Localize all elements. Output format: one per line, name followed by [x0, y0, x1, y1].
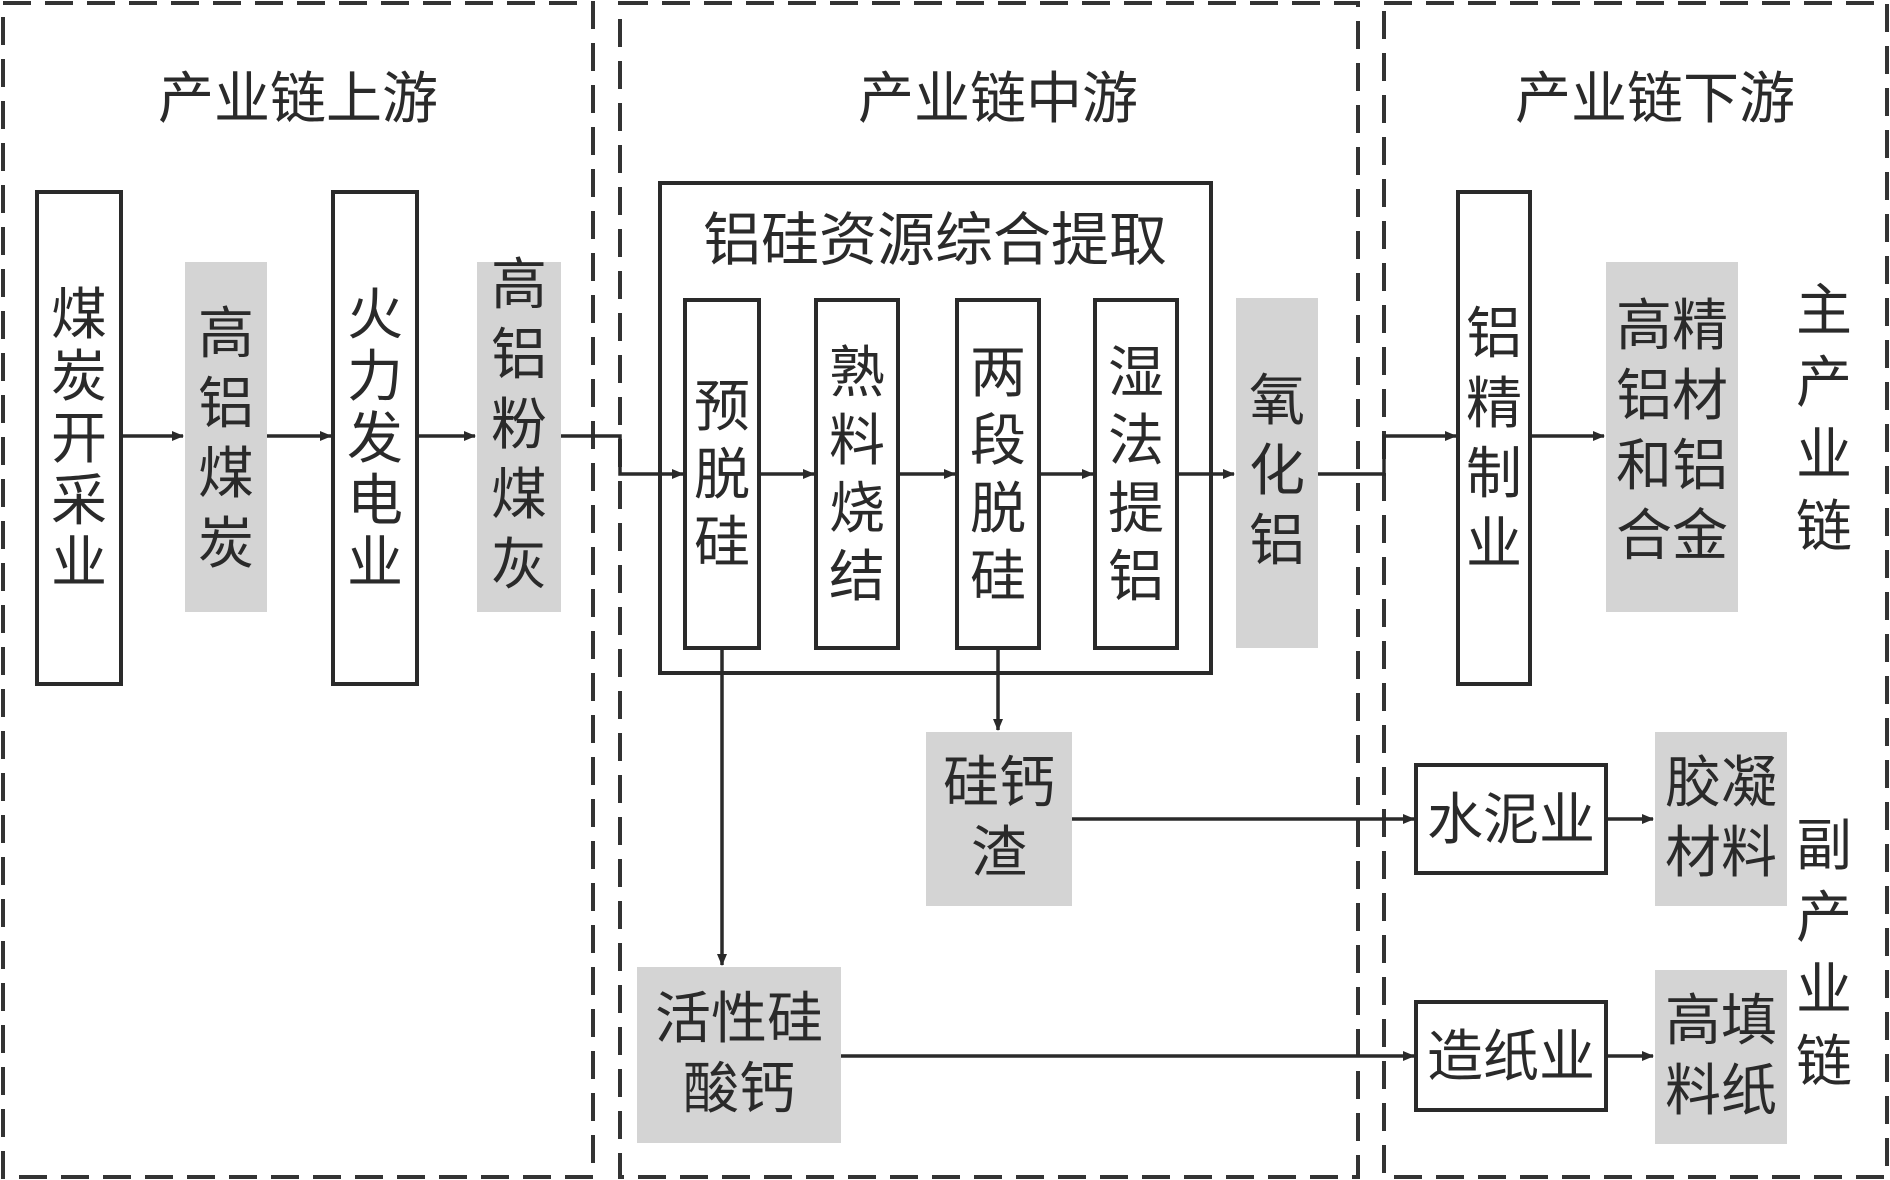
aluminum-refining-label: 铝精制业: [1466, 302, 1522, 577]
midstream-title: 产业链中游: [858, 67, 1138, 132]
wet-aluminum-extraction-label: 湿法提铝: [1108, 341, 1164, 610]
thermal-power-box: [331, 190, 419, 686]
by-chain-label: 副产业链: [1796, 814, 1852, 1095]
high-alumina-flyash-label: 高铝粉煤灰: [491, 253, 547, 598]
cementing-material-line1: 胶凝: [1665, 751, 1777, 816]
high-alumina-coal-box: [185, 262, 267, 612]
high-purity-line1: 高精: [1616, 294, 1728, 359]
pre-desilication-label: 预脱硅: [694, 375, 750, 576]
main-chain-label: 主产业链: [1796, 279, 1852, 560]
papermaking-box: [1414, 1000, 1608, 1112]
calcium-silicate-slag-line2: 渣: [971, 821, 1027, 886]
papermaking-label: 造纸业: [1427, 1025, 1595, 1090]
active-calcium-silicate-line1: 活性硅: [655, 987, 823, 1052]
extraction-title: 铝硅资源综合提取: [703, 206, 1167, 274]
high-filler-paper-line2: 料纸: [1665, 1059, 1777, 1124]
pre-desilication-box: [683, 298, 761, 650]
upstream-region: [1, 1, 595, 1179]
high-purity-line4: 合金: [1616, 504, 1728, 569]
aluminum-refining-box: [1456, 190, 1532, 686]
arrow-flyash-to-extraction: [561, 434, 684, 479]
alumina-label: 氧化铝: [1249, 369, 1305, 574]
cementing-material-box: [1655, 732, 1787, 906]
high-purity-aluminum-box: [1606, 262, 1738, 612]
upstream-title: 产业链上游: [158, 67, 438, 132]
high-alumina-flyash-box: [477, 262, 561, 612]
arrow-alumina-to-refining: [1318, 431, 1457, 476]
high-filler-paper-box: [1655, 970, 1787, 1144]
thermal-power-label: 火力发电业: [347, 283, 403, 596]
calcium-silicate-slag-box: [926, 732, 1072, 906]
cement-box: [1414, 763, 1608, 875]
cementing-material-line2: 材料: [1665, 821, 1777, 886]
high-alumina-coal-label: 高铝煤炭: [198, 302, 254, 577]
high-purity-line3: 和铝: [1616, 434, 1728, 499]
coal-mining-box: [35, 190, 123, 686]
clinker-sintering-label: 熟料烧结: [829, 341, 885, 610]
downstream-title: 产业链下游: [1515, 67, 1795, 132]
alumina-box: [1236, 298, 1318, 648]
coal-mining-label: 煤炭开采业: [51, 283, 107, 596]
high-purity-line2: 铝材: [1616, 364, 1728, 429]
active-calcium-silicate-line2: 酸钙: [683, 1057, 795, 1122]
high-filler-paper-line1: 高填: [1665, 989, 1777, 1054]
two-stage-desilication-label: 两段脱硅: [970, 341, 1026, 610]
clinker-sintering-box: [814, 298, 900, 650]
active-calcium-silicate-box: [637, 967, 841, 1143]
wet-aluminum-extraction-box: [1093, 298, 1179, 650]
cement-label: 水泥业: [1427, 788, 1595, 853]
calcium-silicate-slag-line1: 硅钙: [943, 751, 1055, 816]
midstream-region: [618, 1, 1360, 1179]
